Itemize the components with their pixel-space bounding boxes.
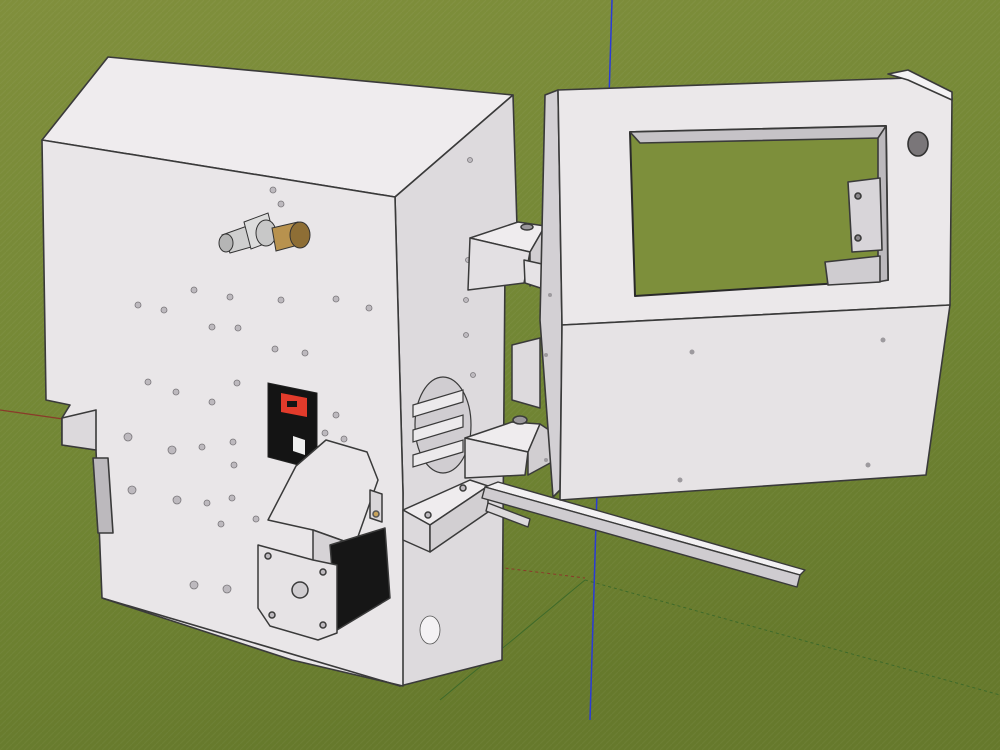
left-flange [61,409,97,451]
side-vent [412,376,472,474]
front-holes [123,186,373,594]
hinge-blocks [464,221,566,479]
door-holes [544,293,886,483]
stepper-motor [257,439,391,641]
bottom-mount-block [402,479,489,553]
x-axis-red [0,409,71,421]
pneumatic-fittings [218,212,311,254]
guide-rail [481,481,806,588]
door-panel[interactable] [539,69,953,501]
side-holes [419,157,476,645]
green-axis [439,579,586,701]
window-bracket [847,177,883,253]
door-round-hole [907,131,929,157]
door-lower-face [559,304,951,501]
left-slot [92,457,114,534]
